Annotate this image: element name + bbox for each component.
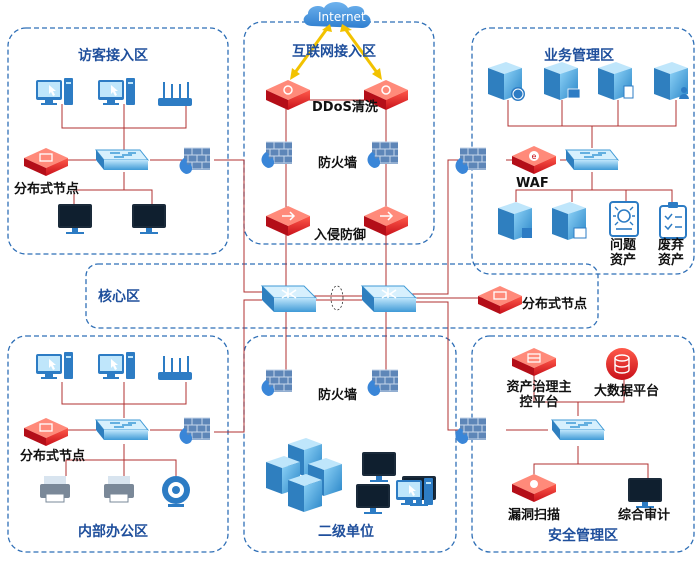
ips-device-left-icon — [266, 206, 310, 236]
wifi-router-visitor-icon — [157, 81, 193, 107]
server-app-1-icon — [498, 202, 532, 240]
distributed-node-office-label: 分布式节点 — [20, 449, 86, 464]
waf-label: WAF — [516, 176, 549, 191]
zone-title-secondary: 二级单位 — [318, 524, 374, 540]
monitor-visitor-2-icon — [132, 204, 166, 234]
distributed-node-core-label: 分布式节点 — [522, 297, 588, 312]
core-switch-right-icon — [361, 285, 417, 313]
firewall-bottom-right-icon — [367, 369, 399, 397]
firewall-bottom-label: 防火墙 — [318, 388, 358, 403]
firewall-top-left-icon — [261, 141, 293, 169]
server-mail-icon — [544, 62, 581, 100]
zone-title-visitor: 访客接入区 — [78, 48, 148, 64]
zone-title-security: 安全管理区 — [548, 528, 618, 544]
problem-assets-label: 问题资产 — [610, 238, 637, 268]
svg-text:e: e — [532, 152, 537, 161]
firewall-office-icon — [179, 417, 211, 445]
server-user-icon — [654, 62, 689, 100]
monitor-secondary-3-icon — [356, 484, 390, 514]
ads-device-right-icon — [364, 80, 408, 110]
firewall-top-right-icon — [367, 141, 399, 169]
vuln-scan-device-icon — [512, 474, 556, 502]
zone-secondary-box — [243, 335, 457, 553]
pc-visitor-2-icon — [98, 78, 135, 105]
problem-asset-icon — [609, 201, 639, 237]
gate-device-office-icon — [24, 418, 68, 446]
zone-title-core: 核心区 — [98, 289, 140, 305]
zone-title-business: 业务管理区 — [544, 48, 614, 64]
zone-title-office: 内部办公区 — [78, 524, 148, 540]
abandoned-assets-label: 废弃资产 — [658, 238, 685, 268]
ddos-label: DDoS清洗 — [312, 100, 378, 115]
pc-office-1-icon — [36, 352, 73, 379]
pc-office-2-icon — [98, 352, 135, 379]
core-switch-left-icon — [261, 285, 317, 313]
server-cluster-icon — [266, 438, 342, 512]
ips-label: 入侵防御 — [314, 228, 367, 243]
asset-governance-label: 资产治理主控平台 — [506, 380, 572, 410]
asset-governance-platform-icon — [512, 348, 556, 376]
server-doc-icon — [598, 62, 634, 100]
vuln-scan-label: 漏洞扫描 — [508, 508, 561, 523]
switch-visitor-icon — [95, 149, 149, 171]
link-aggregation-marker — [330, 285, 344, 311]
firewall-business-icon — [455, 147, 487, 175]
printer-2-icon — [104, 476, 134, 503]
monitor-secondary-1-icon — [362, 452, 396, 482]
waf-device-icon: e — [512, 146, 556, 174]
ips-device-right-icon — [364, 206, 408, 236]
internet-cloud-icon — [303, 2, 371, 28]
server-web-icon — [488, 62, 525, 101]
audit-label: 综合审计 — [618, 508, 671, 523]
switch-business-icon — [565, 149, 619, 171]
zone-office-box — [7, 335, 229, 553]
zone-core-box — [85, 263, 599, 329]
zone-visitor-box — [7, 27, 229, 255]
bigdata-platform-icon — [606, 348, 638, 380]
wifi-router-office-icon — [157, 355, 193, 381]
firewall-top-label: 防火墙 — [318, 156, 358, 171]
pc-secondary-icon — [396, 478, 433, 505]
zone-security-box — [471, 335, 695, 553]
switch-office-icon — [95, 419, 149, 441]
webcam-icon — [162, 476, 190, 507]
audit-monitor-icon — [628, 478, 662, 508]
firewall-bottom-left-icon — [261, 369, 293, 397]
zone-title-internet: 互联网接入区 — [292, 44, 376, 60]
internet-arrows — [292, 29, 380, 75]
ads-device-left-icon — [266, 80, 310, 110]
bigdata-label: 大数据平台 — [594, 384, 660, 399]
internet-label: Internet — [318, 10, 366, 24]
firewall-visitor-icon — [179, 147, 211, 175]
gate-device-core-icon — [478, 286, 522, 314]
printer-1-icon — [40, 476, 70, 503]
gate-device-visitor-icon — [24, 148, 68, 176]
monitor-visitor-1-icon — [58, 204, 92, 234]
distributed-node-visitor-label: 分布式节点 — [14, 182, 80, 197]
switch-security-icon — [551, 419, 605, 441]
pc-visitor-1-icon — [36, 78, 73, 105]
firewall-security-icon — [455, 417, 487, 445]
abandoned-asset-icon — [659, 202, 687, 239]
server-app-2-icon — [552, 202, 587, 240]
